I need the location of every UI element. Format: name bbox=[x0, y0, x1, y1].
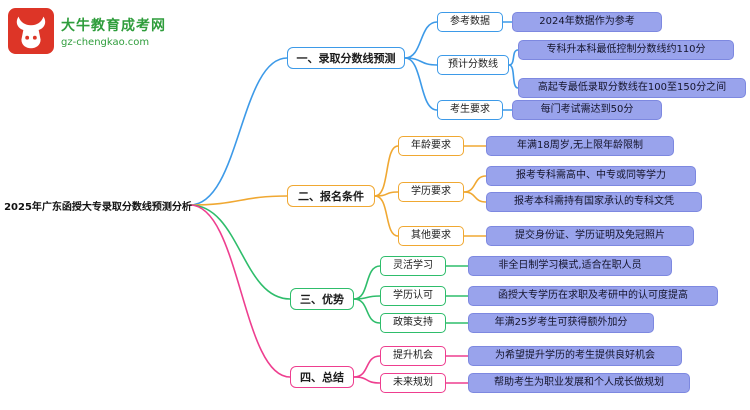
leaf-node: 专科升本科最低控制分数线约110分 bbox=[518, 40, 734, 60]
branch-score-prediction: 一、录取分数线预测 bbox=[287, 47, 405, 69]
subtopic-other-requirement: 其他要求 bbox=[398, 226, 464, 246]
site-logo[interactable]: 大牛教育成考网 gz-chengkao.com bbox=[8, 8, 166, 54]
subtopic-candidate-requirement: 考生要求 bbox=[437, 100, 503, 120]
subtopic-flexible-learning: 灵活学习 bbox=[380, 256, 446, 276]
site-name: 大牛教育成考网 bbox=[61, 17, 166, 34]
mindmap-root-topic: 2025年广东函授大专录取分数线预测分析 bbox=[4, 201, 192, 213]
leaf-node: 年满18周岁,无上限年龄限制 bbox=[486, 136, 674, 156]
leaf-node: 报考专科需高中、中专或同等学力 bbox=[486, 166, 696, 186]
leaf-node: 函授大专学历在求职及考研中的认可度提高 bbox=[468, 286, 718, 306]
subtopic-improvement-opportunity: 提升机会 bbox=[380, 346, 446, 366]
leaf-node: 报考本科需持有国家承认的专科文凭 bbox=[486, 192, 702, 212]
leaf-node: 2024年数据作为参考 bbox=[512, 12, 662, 32]
branch-advantages: 三、优势 bbox=[290, 288, 354, 310]
leaf-node: 帮助考生为职业发展和个人成长做规划 bbox=[468, 373, 690, 393]
branch-registration-conditions: 二、报名条件 bbox=[287, 185, 375, 207]
subtopic-future-planning: 未来规划 bbox=[380, 373, 446, 393]
branch-summary: 四、总结 bbox=[290, 366, 354, 388]
leaf-node: 提交身份证、学历证明及免冠照片 bbox=[486, 226, 694, 246]
leaf-node: 非全日制学习模式,适合在职人员 bbox=[468, 256, 672, 276]
subtopic-age-requirement: 年龄要求 bbox=[398, 136, 464, 156]
subtopic-degree-recognition: 学历认可 bbox=[380, 286, 446, 306]
leaf-node: 每门考试需达到50分 bbox=[512, 100, 662, 120]
subtopic-policy-support: 政策支持 bbox=[380, 313, 446, 333]
leaf-node: 为希望提升学历的考生提供良好机会 bbox=[468, 346, 682, 366]
site-url[interactable]: gz-chengkao.com bbox=[61, 36, 150, 48]
bull-icon bbox=[8, 8, 54, 54]
leaf-node: 高起专最低录取分数线在100至150分之间 bbox=[518, 78, 746, 98]
leaf-node: 年满25岁考生可获得额外加分 bbox=[468, 313, 654, 333]
subtopic-expected-score-line: 预计分数线 bbox=[437, 55, 509, 75]
subtopic-education-requirement: 学历要求 bbox=[398, 182, 464, 202]
subtopic-reference-data: 参考数据 bbox=[437, 12, 503, 32]
